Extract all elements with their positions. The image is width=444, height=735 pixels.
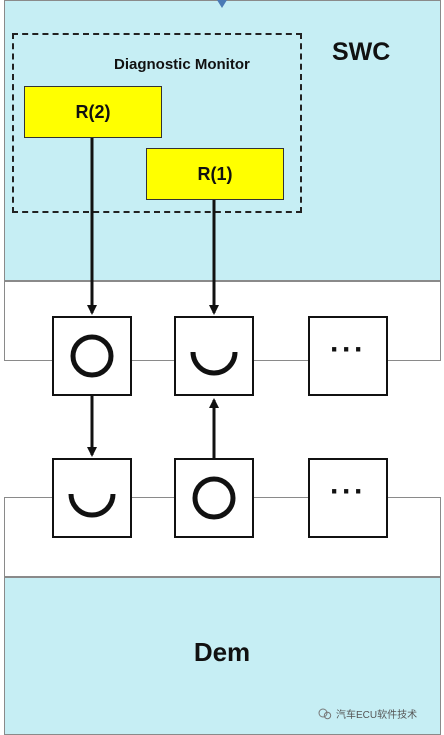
half-circle-icon <box>190 351 238 376</box>
ellipsis-icon: ··· <box>330 475 366 508</box>
swc-label: SWC <box>332 38 391 66</box>
required-port-icon <box>52 458 132 538</box>
ellipsis-icon: ··· <box>330 333 366 366</box>
provided-port-icon <box>174 458 254 538</box>
dem-block <box>4 577 441 735</box>
provided-port-icon <box>52 316 132 396</box>
runnable-r2-label: R(2) <box>75 101 111 122</box>
half-circle-icon <box>68 493 116 518</box>
more-ports-box: ··· <box>308 458 388 538</box>
swc-block <box>4 0 441 281</box>
runnable-r1: R(1) <box>146 148 284 200</box>
watermark-text: 汽车ECU软件技术 <box>336 710 418 721</box>
wechat-icon <box>318 708 332 719</box>
more-ports-box: ··· <box>308 316 388 396</box>
dem-label: Dem <box>193 637 251 667</box>
watermark: 汽车ECU软件技术 <box>318 706 417 721</box>
circle-icon <box>192 476 236 520</box>
diagnostic-monitor-box <box>12 33 302 213</box>
runnable-r1-label: R(1) <box>197 163 233 184</box>
circle-icon <box>70 334 114 378</box>
diagnostic-monitor-label: Diagnostic Monitor <box>114 56 250 73</box>
required-port-icon <box>174 316 254 396</box>
top-marker-icon <box>217 0 227 8</box>
runnable-r2: R(2) <box>24 86 162 138</box>
